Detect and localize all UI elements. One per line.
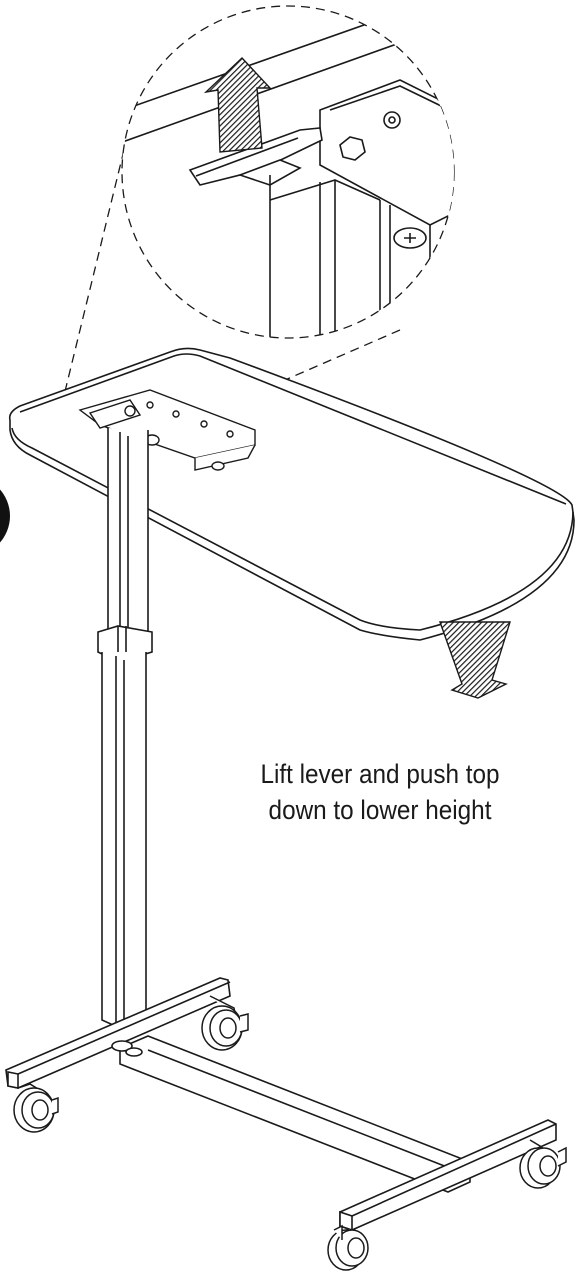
instruction-line-2: down to lower height (268, 795, 492, 825)
instruction-line-1: Lift lever and push top (260, 759, 500, 789)
hatched-down-arrow-icon (439, 621, 511, 699)
caster-right-front (327, 1224, 369, 1271)
lever-detail-circle (121, 5, 455, 339)
caster-left-rear (201, 995, 249, 1051)
tabletop-bracket (78, 389, 256, 471)
hatched-up-arrow-icon (203, 57, 272, 153)
instruction-caption: Lift lever and push top down to lower he… (209, 756, 551, 828)
caster-left-front (13, 1083, 59, 1133)
tabletop (8, 347, 575, 641)
upper-column (107, 428, 149, 647)
caster-right-rear (519, 1139, 567, 1189)
lower-column (101, 652, 147, 1031)
step-badge-fragment (0, 489, 10, 543)
base-frame (5, 977, 557, 1232)
